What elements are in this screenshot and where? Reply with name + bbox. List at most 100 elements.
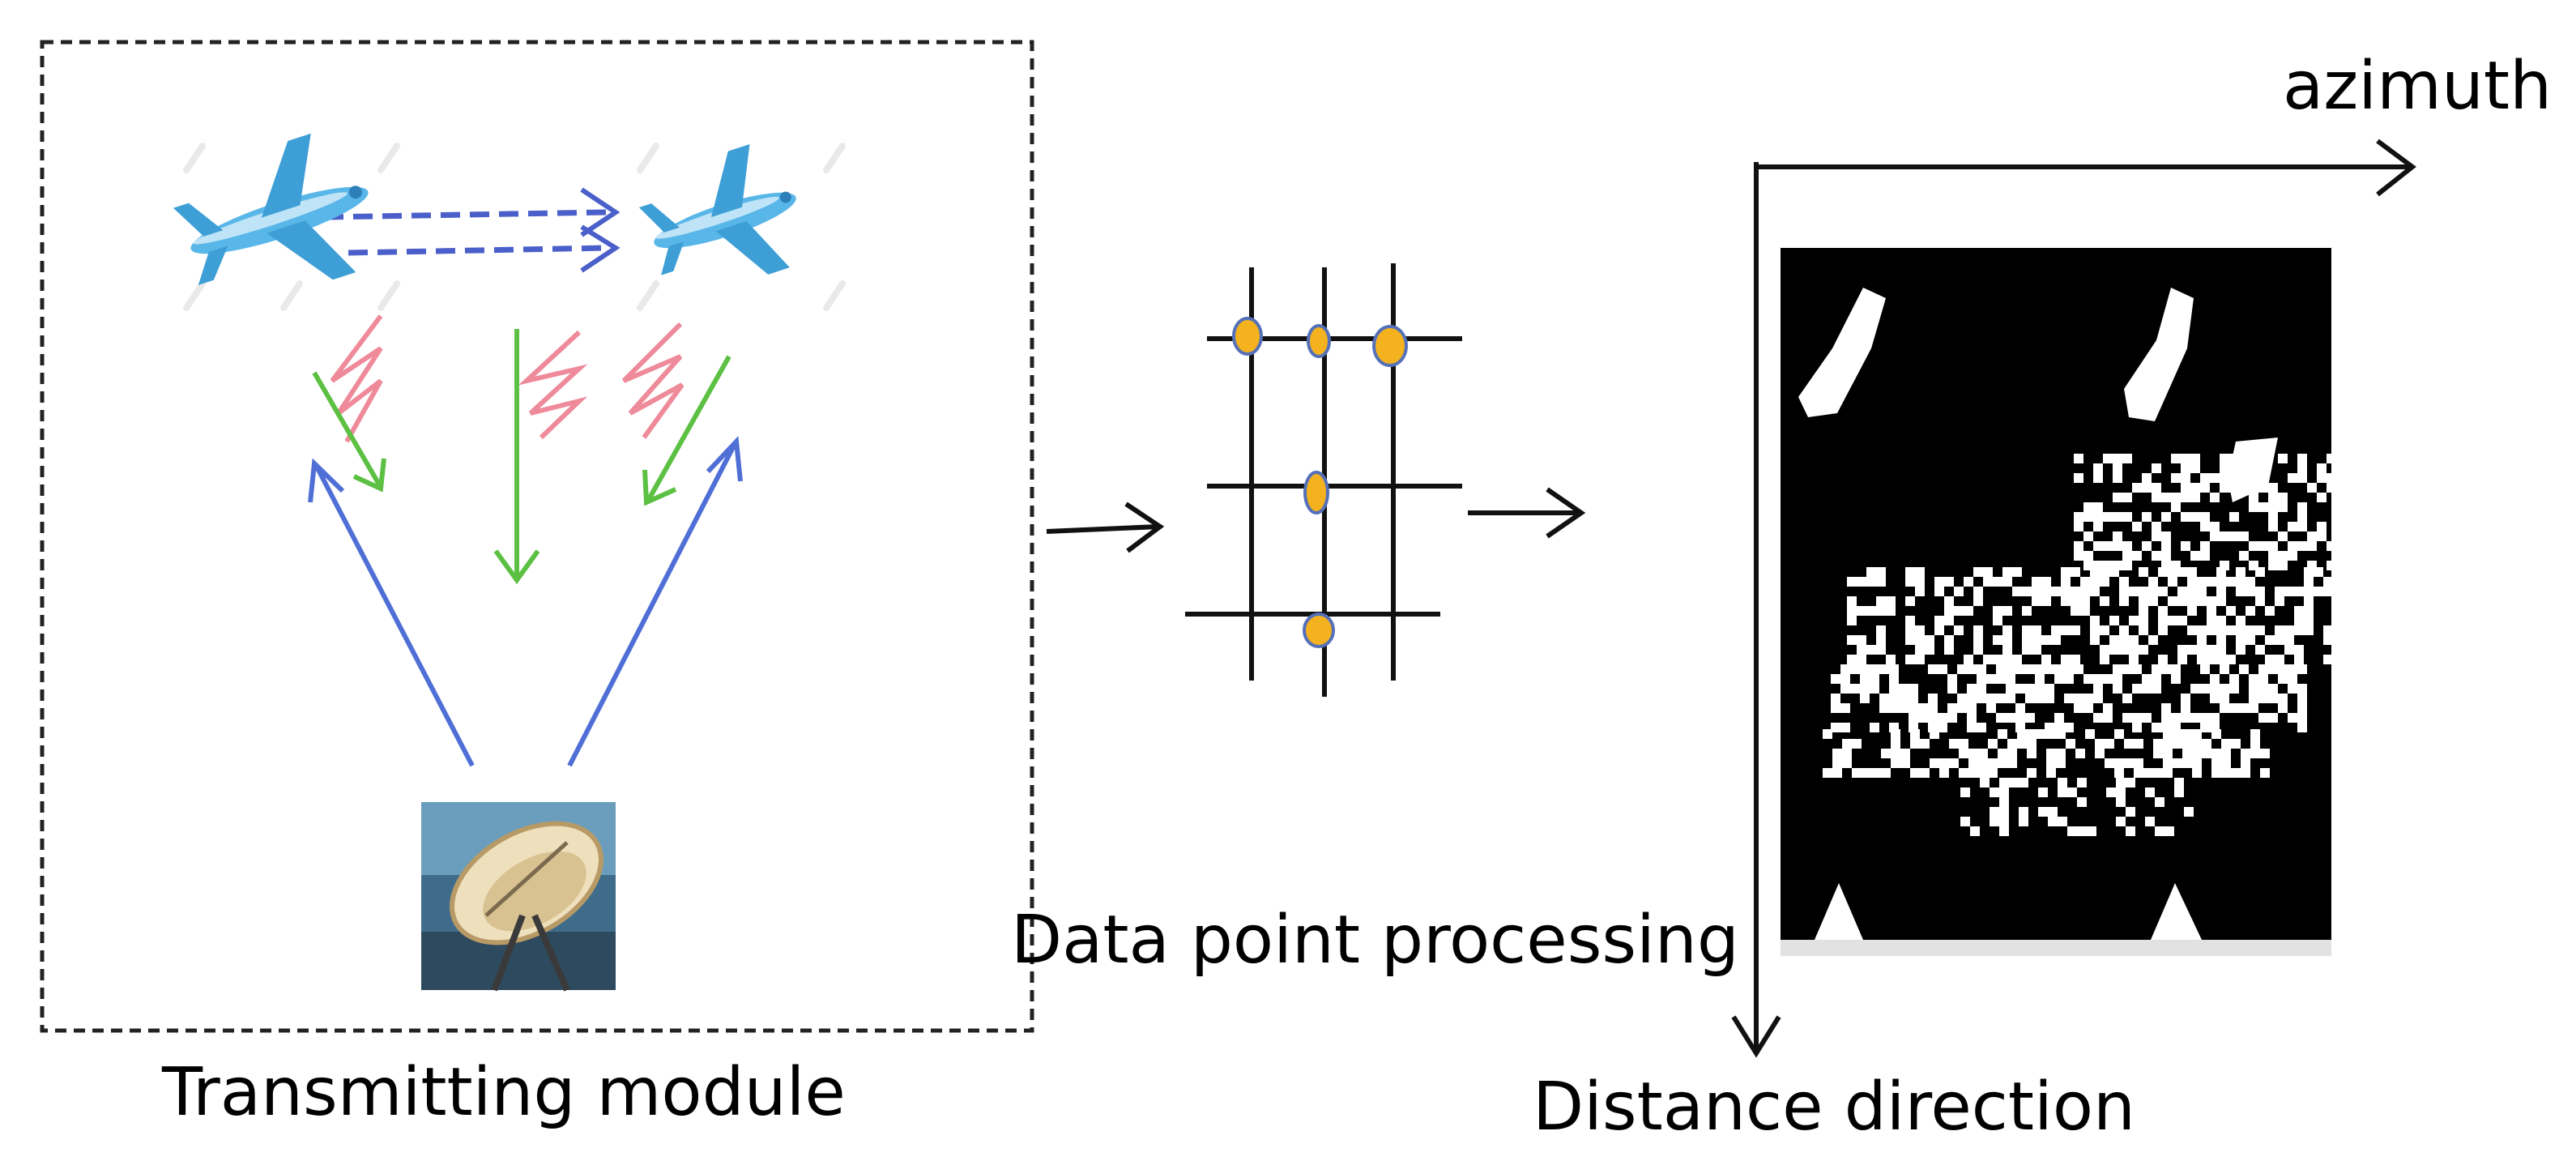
sar-pixel xyxy=(2297,522,2307,531)
sar-pixel xyxy=(2181,493,2190,502)
sar-pixel xyxy=(1934,616,1944,625)
sar-pixel xyxy=(2083,694,2093,703)
sar-pixel xyxy=(2071,655,2080,664)
sar-pixel xyxy=(2148,577,2158,587)
sar-pixel xyxy=(2249,502,2258,512)
sar-pixel xyxy=(1999,826,2009,836)
sar-pixel xyxy=(1860,684,1870,694)
sar-pixel xyxy=(2192,758,2202,768)
sar-pixel xyxy=(2249,463,2258,473)
sar-pixel xyxy=(2239,454,2249,463)
sar-pixel xyxy=(2190,493,2200,502)
sar-pixel xyxy=(2015,713,2025,723)
sar-pixel xyxy=(1832,749,1842,758)
sar-pixel xyxy=(1857,655,1866,664)
sar-pixel xyxy=(2255,645,2265,655)
sar-pixel xyxy=(2181,512,2190,522)
sar-pixel xyxy=(2046,758,2056,768)
sar-pixel xyxy=(2265,606,2275,616)
sar-pixel xyxy=(2323,655,2333,664)
sar-pixel xyxy=(2226,625,2236,635)
sar-pixel xyxy=(1905,567,1915,577)
sar-pixel xyxy=(2327,561,2336,570)
sar-pixel xyxy=(2074,473,2083,483)
sar-pixel xyxy=(2145,817,2155,826)
sar-pixel xyxy=(2071,587,2080,596)
sar-pixel xyxy=(2197,645,2207,655)
sar-pixel xyxy=(2103,512,2113,522)
sar-pixel xyxy=(2231,739,2241,749)
sar-pixel xyxy=(1847,577,1857,587)
sar-pixel xyxy=(2220,684,2229,694)
sar-pixel xyxy=(2258,473,2268,483)
sar-pixel xyxy=(2202,749,2211,758)
sar-pixel xyxy=(1899,684,1909,694)
sar-pixel xyxy=(2221,768,2231,778)
sar-pixel xyxy=(1999,807,2009,817)
sar-pixel xyxy=(2236,635,2245,645)
sar-pixel xyxy=(2061,577,2071,587)
sar-pixel xyxy=(2032,577,2041,587)
sar-pixel xyxy=(2080,606,2090,616)
airplane-icon xyxy=(173,133,369,285)
sar-pixel xyxy=(1866,645,1876,655)
sar-pixel xyxy=(2241,758,2250,768)
sar-pixel xyxy=(2163,749,2173,758)
sar-pixel xyxy=(2002,635,2012,645)
sar-pixel xyxy=(2080,596,2090,606)
radar-dish-icon xyxy=(421,802,616,992)
sar-pixel xyxy=(2148,587,2158,596)
sar-pixel xyxy=(2113,541,2122,551)
sar-pixel xyxy=(1988,768,1998,778)
sar-pixel xyxy=(2239,551,2249,561)
sar-pixel xyxy=(2002,606,2012,616)
sar-pixel xyxy=(2220,483,2229,493)
sar-pixel xyxy=(2087,826,2096,836)
sar-pixel xyxy=(2297,703,2307,713)
sar-pixel xyxy=(1857,635,1866,645)
sar-pixel xyxy=(2132,522,2142,531)
sar-pixel xyxy=(2294,645,2304,655)
sar-pixel xyxy=(2080,577,2090,587)
sar-pixel xyxy=(2187,567,2197,577)
sar-pixel xyxy=(2090,635,2100,645)
sar-pixel xyxy=(2113,473,2122,483)
sar-pixel xyxy=(1920,768,1930,778)
sar-pixel xyxy=(2249,684,2258,694)
sar-pixel xyxy=(2229,531,2239,541)
sar-pixel xyxy=(2210,713,2220,723)
sar-pixel xyxy=(2207,645,2216,655)
distance-direction-label: Distance direction xyxy=(1533,1069,2135,1146)
sar-pixel xyxy=(1993,655,2002,664)
sar-pixel xyxy=(2071,606,2080,616)
sar-pixel xyxy=(2006,694,2015,703)
sar-pixel xyxy=(2022,606,2032,616)
sar-pixel xyxy=(2161,512,2171,522)
sar-pixel xyxy=(1986,674,1996,684)
sar-pixel xyxy=(2106,788,2116,797)
sar-pixel xyxy=(1870,674,1879,684)
sar-pixel xyxy=(2304,587,2314,596)
sar-image-strip xyxy=(1781,940,2331,956)
sar-pixel xyxy=(2304,567,2314,577)
echo-signal-arrows xyxy=(312,329,731,585)
sar-pixel xyxy=(1900,749,1910,758)
sar-pixel xyxy=(2124,758,2134,768)
sar-pixel xyxy=(2161,541,2171,551)
sar-pixel xyxy=(2275,655,2284,664)
sar-pixel xyxy=(2192,768,2202,778)
sar-pixel xyxy=(2122,713,2132,723)
sar-pixel xyxy=(2268,502,2278,512)
sar-pixel xyxy=(2083,551,2093,561)
sar-pixel xyxy=(2122,664,2132,674)
sar-pixel xyxy=(2129,587,2139,596)
sar-pixel xyxy=(2077,797,2087,807)
sar-pixel xyxy=(2041,596,2051,606)
sar-pixel xyxy=(2134,768,2143,778)
sar-pixel xyxy=(2317,463,2327,473)
sar-pixel xyxy=(2032,635,2041,645)
sar-pixel xyxy=(1876,635,1886,645)
sar-pixel xyxy=(2158,606,2168,616)
sar-pixel xyxy=(2220,463,2229,473)
sar-pixel xyxy=(1870,664,1879,674)
